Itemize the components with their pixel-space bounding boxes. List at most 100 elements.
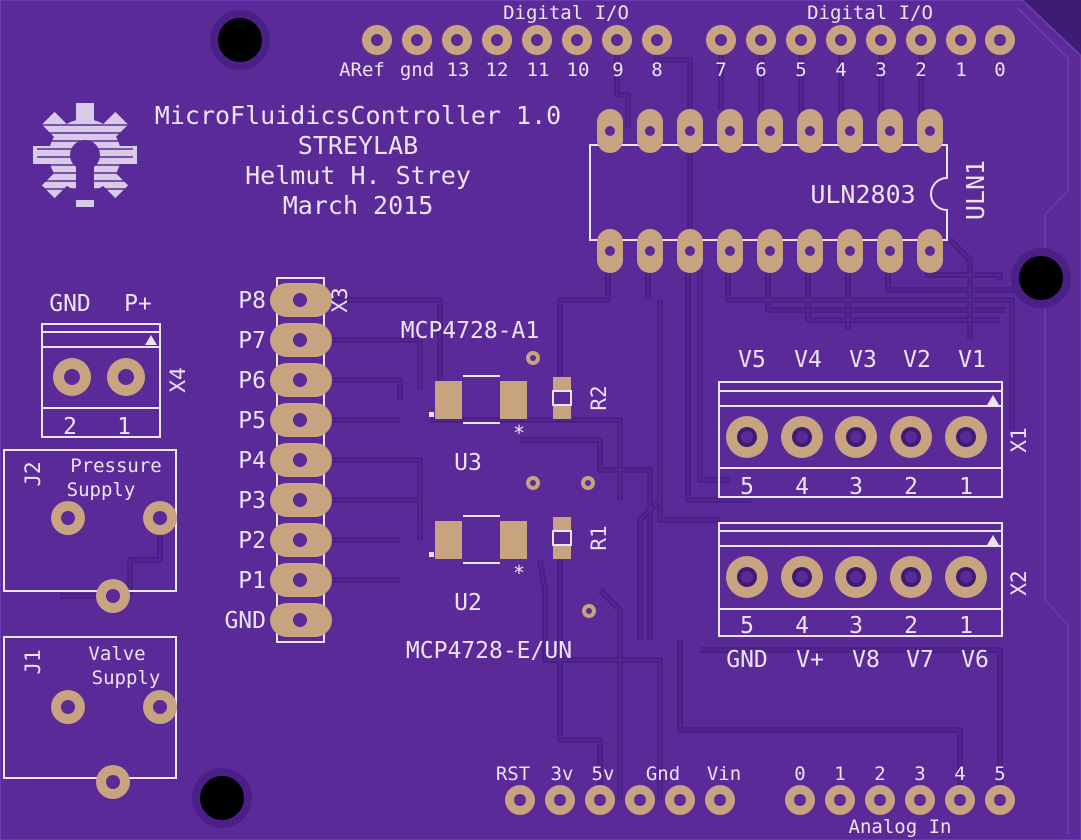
digital-pin-label: 6 xyxy=(755,59,766,81)
mount-hole-top-left-drill xyxy=(218,18,262,62)
digital-pin-label: 0 xyxy=(994,59,1005,81)
r2-ref-label: R2 xyxy=(587,385,611,410)
digital-header-group: Digital I/O Digital I/O ARef gnd 13 12 1… xyxy=(339,2,1015,81)
title-block: MicroFluidicsController 1.0 STREYLAB Hel… xyxy=(155,101,561,220)
x2-bottom-label: V+ xyxy=(796,647,824,673)
x3-pin-label: P7 xyxy=(238,328,266,354)
analog-pin-label: 0 xyxy=(794,763,805,785)
u2-ref-label: U2 xyxy=(454,590,482,616)
digital-pin-label: 5 xyxy=(795,59,806,81)
mount-hole-bottom-left-drill xyxy=(200,776,244,820)
bottom-header-group: RST 3v 5v Gnd Vin 0 1 2 3 4 5 Analog In xyxy=(496,763,1015,838)
uln-ref-label: ULN1 xyxy=(961,160,990,220)
x3-pin-label: GND xyxy=(224,608,266,634)
x2-pin1-marker-icon xyxy=(987,535,999,545)
u3-value-label: MCP4728-A1 xyxy=(401,318,539,344)
x4-pin-num: 1 xyxy=(117,414,131,440)
u2-value-label: MCP4728-E/UN xyxy=(406,638,572,664)
j1-label-line2: Supply xyxy=(92,667,161,689)
x2-bottom-label: V8 xyxy=(852,647,880,673)
board-edge-line xyxy=(1017,7,1069,835)
title-date: March 2015 xyxy=(283,191,434,220)
r1-resistor: R1 xyxy=(552,517,611,559)
x3-ref-label: X3 xyxy=(328,287,352,312)
digital-pin-label: 13 xyxy=(447,59,470,81)
x4-label-pplus: P+ xyxy=(124,291,152,317)
uln-body-outline xyxy=(589,144,948,241)
x3-pin-label: P3 xyxy=(238,488,266,514)
title-lab: STREYLAB xyxy=(298,131,418,160)
power-pin-label: Vin xyxy=(707,763,741,785)
x4-label-gnd: GND xyxy=(49,291,91,317)
x4-pin-num: 2 xyxy=(63,414,77,440)
digital-pin-label: 9 xyxy=(612,59,623,81)
j2-label-line2: Supply xyxy=(67,479,136,501)
x2-pin-num: 5 xyxy=(740,613,754,639)
x2-bottom-label: V7 xyxy=(906,647,934,673)
digital-pin-label: 11 xyxy=(527,59,550,81)
x1-top-label: V1 xyxy=(958,347,986,373)
u3-ref-label: U3 xyxy=(454,450,482,476)
x3-pin-label: P2 xyxy=(238,528,266,554)
x2-ref-label: X2 xyxy=(1007,570,1031,595)
power-pin-label: 5v xyxy=(592,763,615,785)
mount-hole-right-drill xyxy=(1019,256,1063,300)
copper-traces xyxy=(60,40,1015,800)
j2-label-line1: Pressure xyxy=(70,455,162,477)
open-source-hardware-gear-icon xyxy=(33,103,137,207)
mounting-holes xyxy=(192,10,1071,828)
r2-resistor: R2 xyxy=(552,377,611,419)
digital-pin-label: 12 xyxy=(486,59,509,81)
x2-bottom-label: GND xyxy=(726,647,768,673)
u2-dac: * U2 MCP4728-E/UN xyxy=(406,476,596,664)
u2-pin1-mark: * xyxy=(513,561,525,585)
x1-pin-num: 4 xyxy=(795,474,809,500)
x1-top-label: V3 xyxy=(849,347,877,373)
r1-ref-label: R1 xyxy=(587,525,611,550)
x2-pin-num: 3 xyxy=(849,613,863,639)
x1-terminal: V5 V4 V3 V2 V1 5 4 3 2 1 X1 xyxy=(718,347,1031,500)
digital-pin-label: gnd xyxy=(400,59,434,81)
x4-ref-label: X4 xyxy=(166,367,190,392)
uln2803-chip: ULN2803 ULN1 xyxy=(589,109,990,273)
x2-pin-num: 1 xyxy=(959,613,973,639)
title-project: MicroFluidicsController 1.0 xyxy=(155,101,561,130)
u3-pad xyxy=(500,381,527,419)
u2-pad xyxy=(435,521,462,559)
x1-pin-num: 3 xyxy=(849,474,863,500)
x4-outline xyxy=(41,323,161,438)
power-pin-label: 3v xyxy=(551,763,574,785)
power-pin-label: RST xyxy=(496,763,530,785)
x3-pin-label: P8 xyxy=(238,288,266,314)
digital-pin-label: ARef xyxy=(339,59,385,81)
x2-pin-num: 4 xyxy=(795,613,809,639)
analog-pin-label: 5 xyxy=(994,763,1005,785)
digital-pin-label: 2 xyxy=(915,59,926,81)
j1-connector: Valve Supply J1 xyxy=(3,636,177,799)
title-author: Helmut H. Strey xyxy=(245,161,471,190)
x1-pin-num: 1 xyxy=(959,474,973,500)
x3-pin-label: P5 xyxy=(238,408,266,434)
u2-pad xyxy=(500,521,527,559)
digital-pin-label: 4 xyxy=(835,59,846,81)
digital-pin-label: 3 xyxy=(875,59,886,81)
x3-header: P8 P7 P6 P5 P4 P3 P2 P1 GND X3 xyxy=(224,277,352,643)
x1-top-label: V5 xyxy=(738,347,766,373)
analog-pin-label: 2 xyxy=(874,763,885,785)
x1-pin-num: 2 xyxy=(904,474,918,500)
digital-io-label-right: Digital I/O xyxy=(807,2,933,24)
x1-pin1-marker-icon xyxy=(987,395,999,405)
x1-pin-num: 5 xyxy=(740,474,754,500)
x2-terminal: 5 4 3 2 1 GND V+ V8 V7 V6 X2 xyxy=(718,522,1031,673)
x3-pin-label: P6 xyxy=(238,368,266,394)
u3-dac: MCP4728-A1 * U3 xyxy=(401,318,540,476)
uln-value-label: ULN2803 xyxy=(810,180,915,209)
digital-pin-label: 10 xyxy=(567,59,590,81)
j2-connector: Pressure Supply J2 xyxy=(3,449,177,613)
digital-pin-label: 1 xyxy=(955,59,966,81)
analog-pin-label: 3 xyxy=(914,763,925,785)
x2-outline xyxy=(718,522,1003,637)
u3-pin1-mark: * xyxy=(513,421,525,445)
u3-pad xyxy=(435,381,462,419)
